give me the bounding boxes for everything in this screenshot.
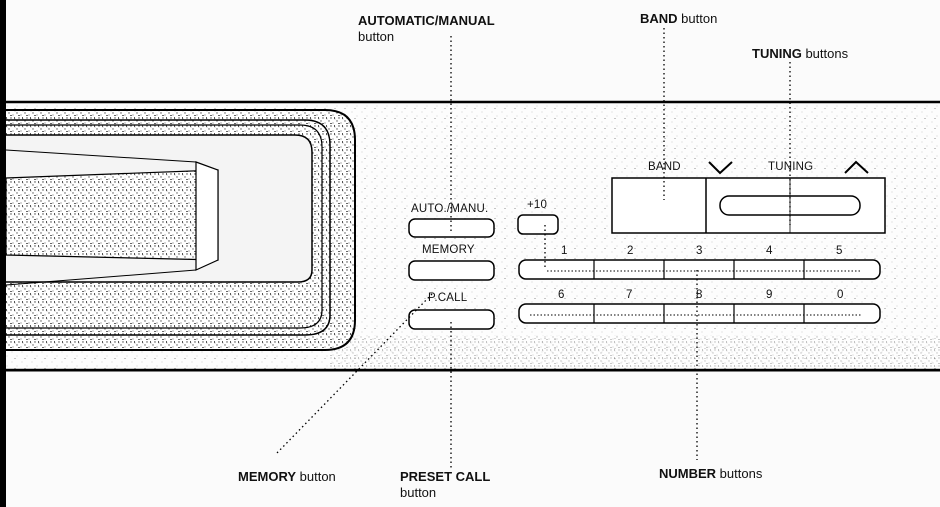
callout-tuning-rest: buttons	[801, 46, 849, 61]
number-label: 1	[561, 245, 568, 257]
callout-memory: MEMORY button	[238, 469, 378, 485]
memory-button[interactable]	[408, 260, 495, 281]
number-buttons-row-1[interactable]	[518, 259, 881, 280]
callout-auto-manual-bold: AUTOMATIC/MANUAL	[358, 13, 495, 28]
plus10-button[interactable]	[517, 214, 559, 235]
display-window	[5, 109, 356, 351]
callout-preset-call: PRESET CALL button	[400, 469, 540, 501]
pcall-label: P.CALL	[428, 292, 468, 304]
callout-band-rest: button	[677, 11, 718, 26]
leader-lines	[274, 28, 791, 470]
auto-manual-button[interactable]	[408, 218, 495, 238]
band-button[interactable]	[613, 179, 705, 232]
memory-label: MEMORY	[422, 244, 475, 256]
number-label: 2	[627, 245, 634, 257]
tuning-label: TUNING	[768, 161, 814, 173]
leader-memory	[274, 293, 433, 456]
number-label: 4	[766, 245, 773, 257]
callout-auto-manual: AUTOMATIC/MANUAL button	[358, 13, 558, 45]
tuning-down-icon	[708, 161, 733, 175]
callout-memory-rest: button	[296, 469, 336, 484]
callout-tuning: TUNING buttons	[752, 46, 902, 62]
number-label: 6	[558, 289, 565, 301]
callout-preset-call-rest: button	[400, 485, 437, 500]
callout-number-bold: NUMBER	[659, 466, 717, 481]
number-label: 5	[836, 245, 843, 257]
number-label: 3	[696, 245, 703, 257]
number-label: 8	[696, 289, 703, 301]
preset-call-button[interactable]	[408, 309, 495, 330]
auto-manu-label: AUTO./MANU.	[411, 203, 489, 215]
plus10-label: +10	[527, 199, 548, 211]
callout-band-bold: BAND	[640, 11, 678, 26]
callout-preset-call-bold: PRESET CALL	[400, 469, 491, 484]
band-label: BAND	[648, 161, 681, 173]
left-edge-strip	[0, 0, 6, 507]
callout-memory-bold: MEMORY	[238, 469, 297, 484]
number-label: 9	[766, 289, 773, 301]
callout-tuning-bold: TUNING	[752, 46, 802, 61]
number-buttons-row-2[interactable]	[518, 303, 881, 324]
callout-band: BAND button	[640, 11, 780, 27]
number-label: 7	[626, 289, 633, 301]
callout-number-rest: buttons	[716, 466, 763, 481]
callout-number: NUMBER buttons	[659, 466, 819, 482]
callout-auto-manual-rest: button	[358, 29, 395, 44]
tuning-up-icon	[844, 160, 869, 174]
number-label: 0	[837, 289, 844, 301]
